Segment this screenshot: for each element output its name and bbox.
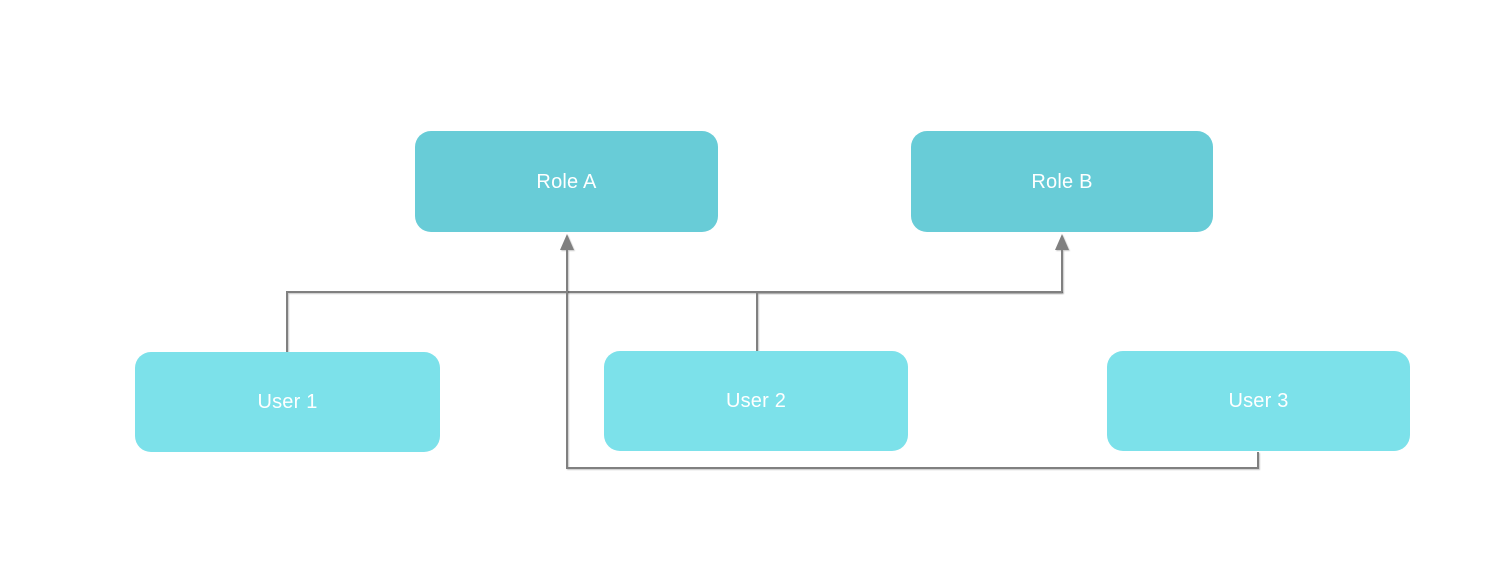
- edge-user2-to-roleB[interactable]: [756, 291, 1062, 351]
- node-role-a[interactable]: Role A: [415, 131, 718, 232]
- node-role-a-label: Role A: [536, 170, 597, 193]
- node-user-1[interactable]: User 1: [135, 352, 440, 452]
- node-user-3-label: User 3: [1228, 390, 1289, 412]
- arrowhead-roleB-icon: [1055, 234, 1069, 250]
- node-user-1-label: User 1: [257, 391, 318, 413]
- arrowhead-roleA-icon: [560, 234, 574, 250]
- node-user-3[interactable]: User 3: [1107, 351, 1410, 451]
- node-role-b-label: Role B: [1031, 170, 1093, 193]
- node-user-2[interactable]: User 2: [604, 351, 908, 451]
- node-user-2-label: User 2: [725, 390, 787, 412]
- node-role-b[interactable]: Role B: [911, 131, 1213, 232]
